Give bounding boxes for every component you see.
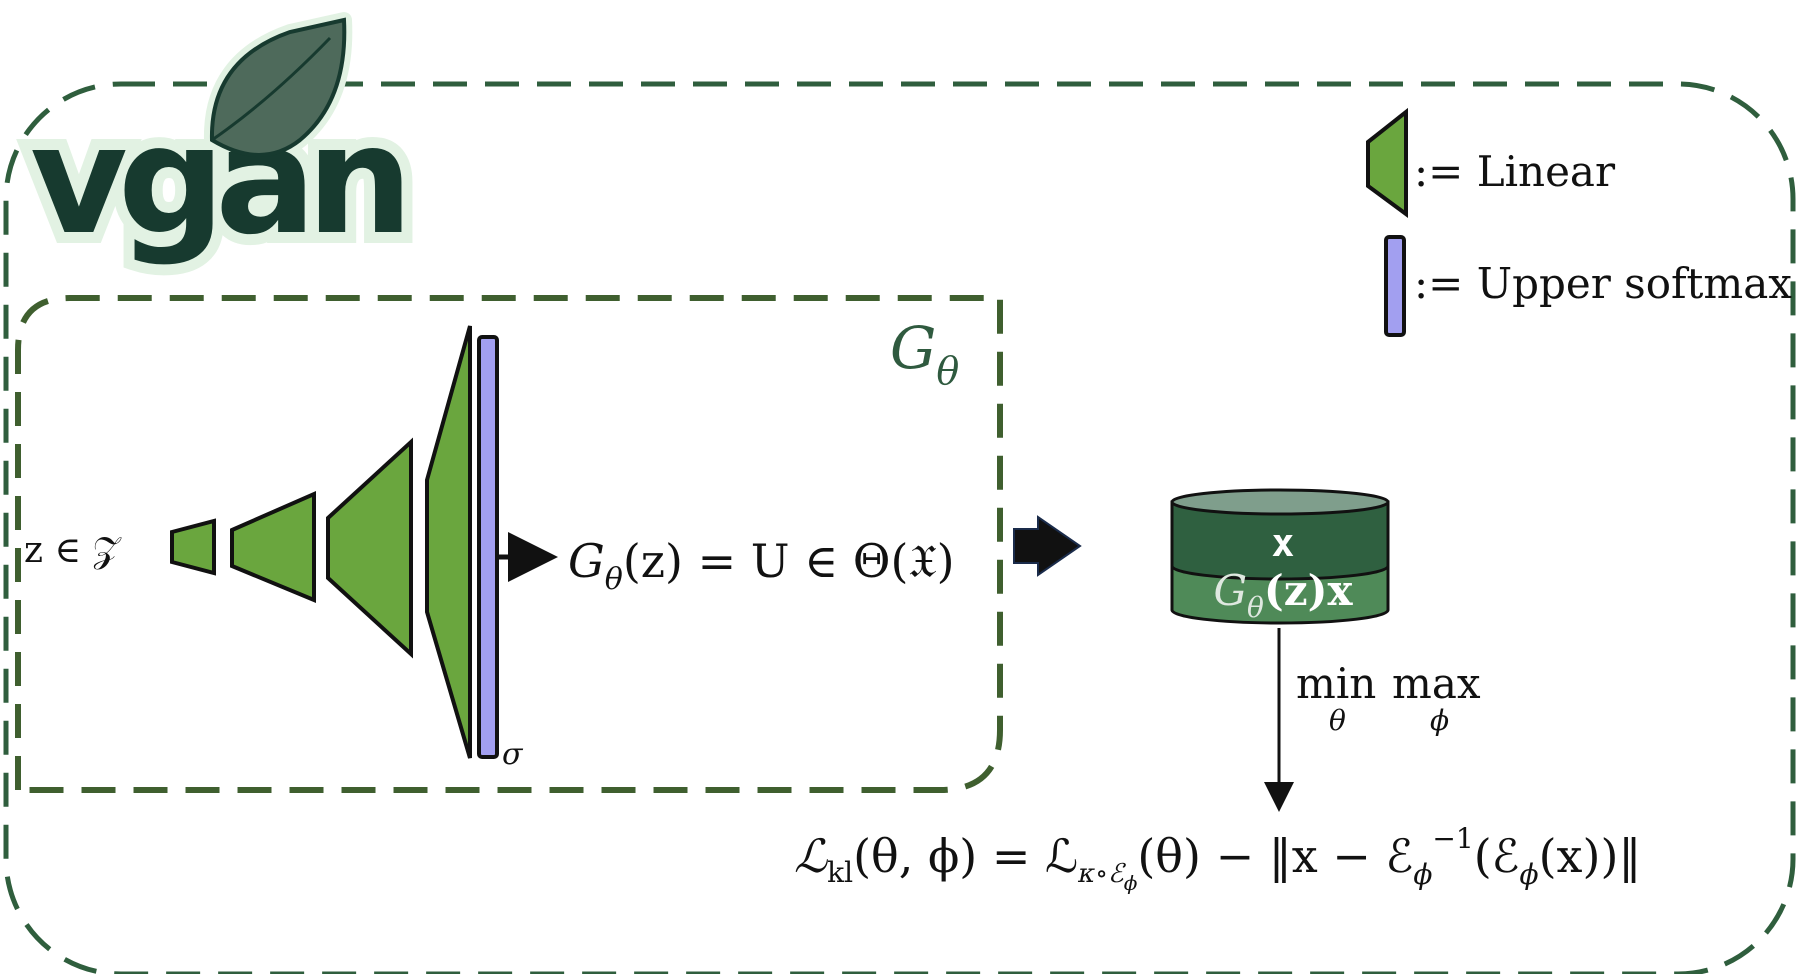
generator-frame (15, 295, 1003, 793)
logo: vgan vgan (19, 12, 424, 279)
generator-label: Gθ (890, 314, 959, 393)
db-lid (1170, 488, 1390, 516)
db-bottom-label: Gθ(z)x (1213, 566, 1353, 624)
upper-softmax-layer (477, 335, 499, 759)
sigma-label: σ (502, 737, 524, 772)
generator-layers (170, 325, 499, 759)
svg-text:min: min (1296, 659, 1376, 708)
flow-arrow-icon (1013, 515, 1082, 577)
svg-text:θ: θ (1329, 704, 1346, 737)
db-top-label: x (1272, 521, 1295, 565)
linear-layer-4 (425, 325, 472, 759)
output-formula: Gθ(z) = U ∈ Θ(𝔛) (568, 534, 955, 597)
legend: := Linear := Upper softmax (1366, 107, 1792, 337)
legend-linear-label: := Linear (1414, 147, 1616, 196)
minmax-label: min θ max ϕ (1296, 659, 1481, 737)
linear-layer-3 (326, 437, 413, 659)
linear-legend-icon (1366, 107, 1408, 218)
db-top-segment (1170, 500, 1390, 581)
input-label: z ∈ 𝒵 (24, 530, 123, 571)
database-icon: x Gθ(z)x (1170, 488, 1390, 625)
loss-formula: ℒkl(θ, ϕ) = ℒκ∘ℰϕ(θ) − ‖x − ℰϕ−1(ℰϕ(x))‖ (794, 822, 1641, 895)
svg-text:ϕ: ϕ (1430, 704, 1449, 737)
svg-text:max: max (1392, 659, 1481, 708)
legend-softmax-label: := Upper softmax (1414, 259, 1792, 308)
softmax-legend-icon (1384, 235, 1406, 337)
outer-frame (3, 81, 1796, 974)
leaf-vein (211, 36, 332, 142)
db-bottom-segment (1170, 564, 1390, 625)
linear-layer-2 (230, 490, 316, 603)
linear-layer-1 (170, 518, 216, 576)
